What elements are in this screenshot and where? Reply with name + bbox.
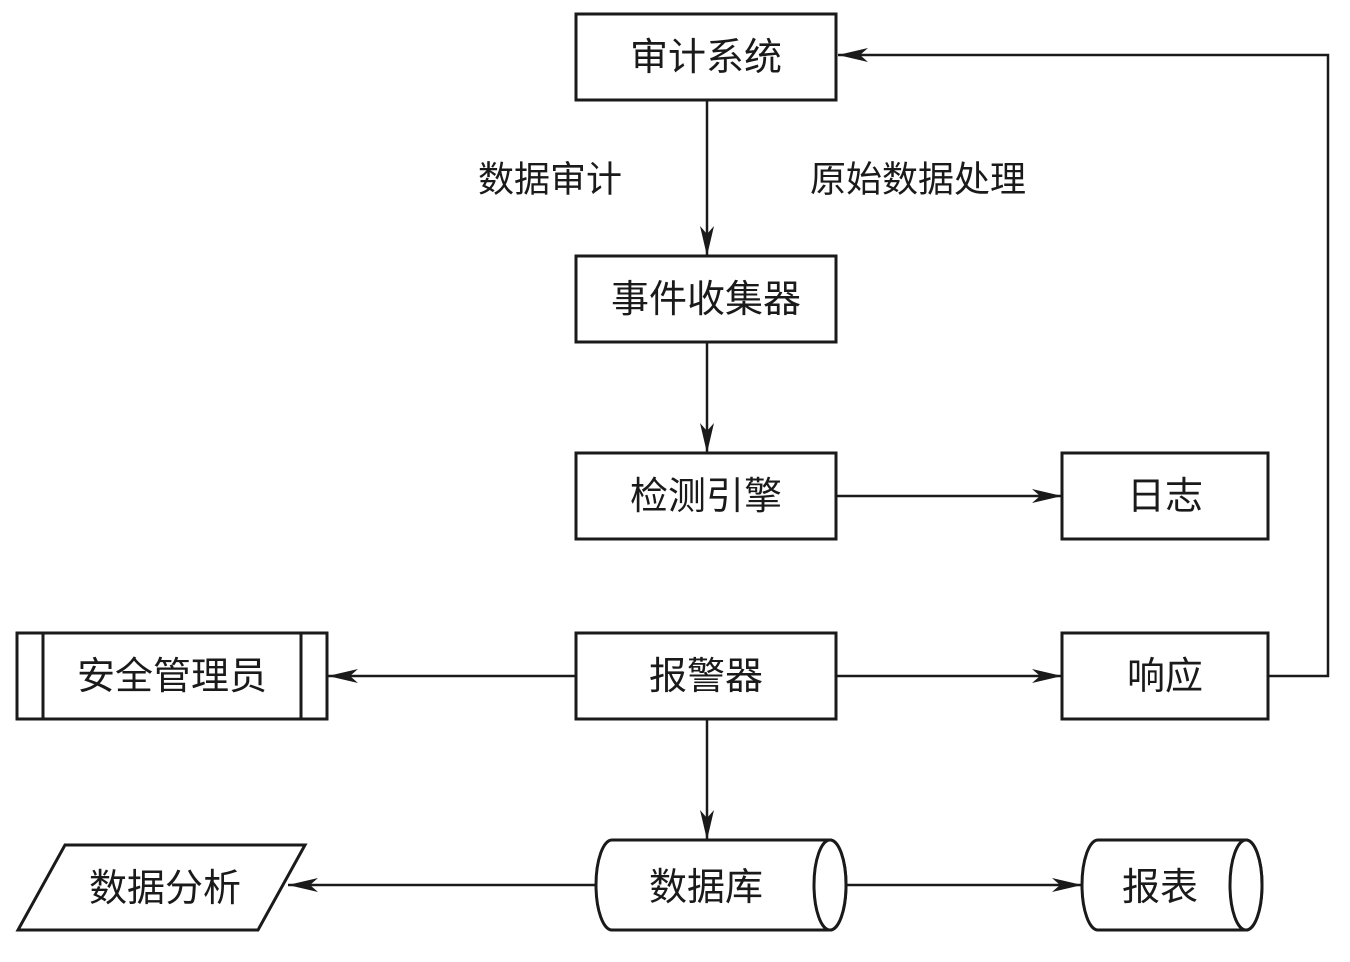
node-audit-system: 审计系统 xyxy=(574,12,838,102)
node-response: 响应 xyxy=(1060,631,1270,721)
node-log-label: 日志 xyxy=(1127,474,1203,518)
node-audit-system-label: 审计系统 xyxy=(630,35,782,79)
edge-label-data-audit: 数据审计 xyxy=(478,160,622,201)
node-report: 报表 xyxy=(1080,838,1264,932)
node-detection-engine: 检测引擎 xyxy=(574,451,838,541)
node-event-collector-label: 事件收集器 xyxy=(611,277,801,321)
node-event-collector: 事件收集器 xyxy=(574,254,838,344)
node-data-analysis-label: 数据分析 xyxy=(89,866,241,910)
node-security-admin: 安全管理员 xyxy=(15,631,329,721)
edges xyxy=(288,48,1330,892)
node-alarm-label: 报警器 xyxy=(649,654,763,698)
node-detection-engine-label: 检测引擎 xyxy=(630,474,782,518)
node-report-label: 报表 xyxy=(1122,865,1198,909)
edge-label-raw-data-processing: 原始数据处理 xyxy=(810,160,1026,201)
node-alarm: 报警器 xyxy=(574,631,838,721)
node-log: 日志 xyxy=(1060,451,1270,541)
node-response-label: 响应 xyxy=(1127,654,1203,698)
node-security-admin-label: 安全管理员 xyxy=(77,654,267,698)
node-database: 数据库 xyxy=(594,838,848,932)
node-data-analysis: 数据分析 xyxy=(15,843,308,932)
node-database-label: 数据库 xyxy=(649,865,763,909)
edge-response-to-audit xyxy=(838,48,1330,678)
